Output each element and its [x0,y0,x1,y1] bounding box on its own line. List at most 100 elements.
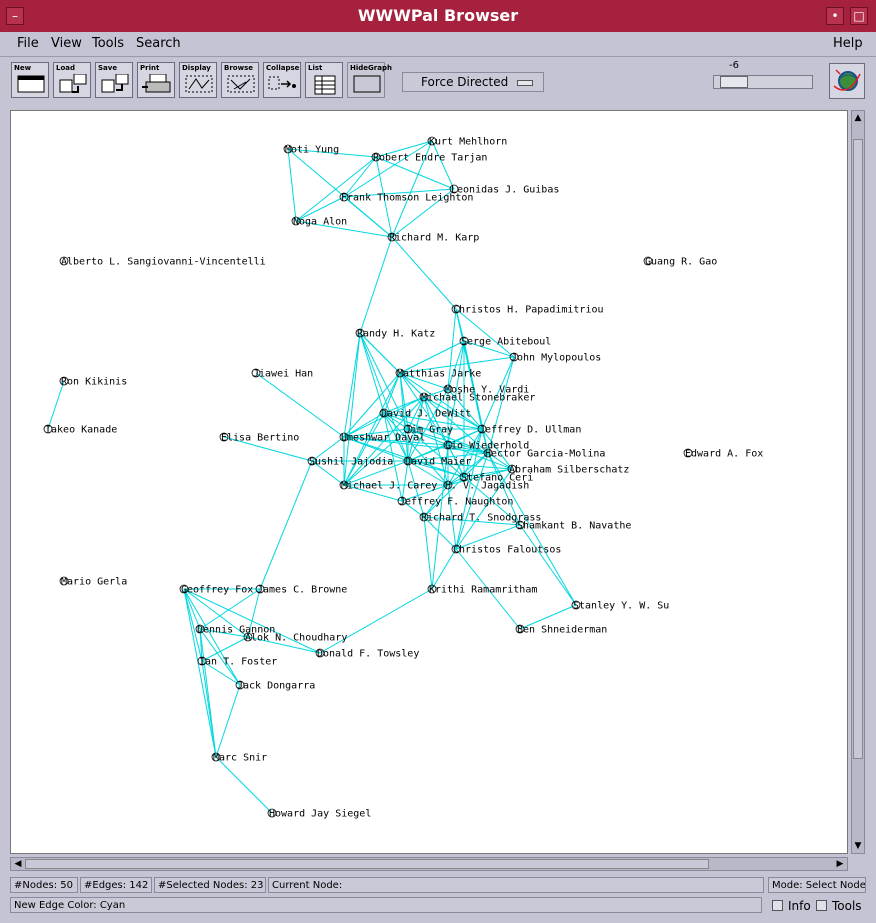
node-label[interactable]: Marc Snir [213,753,267,764]
node-label[interactable]: Richard M. Karp [389,233,479,244]
graph-node[interactable]: Serge Abiteboul [459,337,551,348]
node-label[interactable]: Randy H. Katz [357,329,435,340]
save-button[interactable]: Save [95,62,133,98]
node-label[interactable]: David J. DeWitt [381,409,471,420]
graph-node[interactable]: Matthias Jarke [395,369,481,380]
node-label[interactable]: Donald F. Towsley [317,649,419,660]
node-marker[interactable] [243,632,253,642]
menu-file[interactable]: File [17,36,39,51]
node-marker[interactable] [443,480,453,490]
node-label[interactable]: Christos H. Papadimitriou [453,305,604,316]
graph-node[interactable]: Takeo Kanade [43,424,117,436]
node-label[interactable]: Matthias Jarke [397,369,481,380]
node-marker[interactable] [371,152,381,162]
graph-node[interactable]: Ian T. Foster [197,657,277,668]
node-label[interactable]: Frank Thomson Leighton [341,193,473,204]
graph-node[interactable]: Richard M. Karp [387,232,479,244]
node-marker[interactable] [43,424,53,434]
window-menu-button[interactable]: – [6,7,24,25]
node-marker[interactable] [59,256,69,266]
node-marker[interactable] [379,408,389,418]
node-label[interactable]: Michael J. Carey [341,481,437,492]
node-label[interactable]: Alok N. Choudhary [245,633,347,644]
graph-node[interactable]: Kurt Mehlhorn [427,137,507,148]
graph-node[interactable]: Randy H. Katz [355,329,435,340]
node-label[interactable]: Mario Gerla [61,577,127,588]
node-label[interactable]: David Maier [405,457,471,468]
node-marker[interactable] [483,448,493,458]
graph-node[interactable]: Edward A. Fox [683,449,763,460]
node-label[interactable]: Sushil Jajodia [309,457,393,468]
graph-node[interactable]: Richard T. Snodgrass [419,512,541,524]
node-label[interactable]: Stanley Y. W. Su [573,601,669,612]
zoom-slider[interactable] [713,75,813,89]
node-label[interactable]: Jiawei Han [253,369,313,380]
graph-node[interactable]: Frank Thomson Leighton [339,192,473,204]
menu-view[interactable]: View [51,36,82,51]
load-button[interactable]: Load [53,62,91,98]
node-label[interactable]: Krithi Ramamritham [429,585,537,596]
node-label[interactable]: Umeshwar Dayal [341,433,425,444]
graph-node[interactable]: Michael Stonebraker [419,392,535,404]
node-marker[interactable] [515,520,525,530]
node-marker[interactable] [251,368,261,378]
node-marker[interactable] [387,232,397,242]
node-label[interactable]: Jim Gray [405,425,453,436]
node-marker[interactable] [515,624,525,634]
node-label[interactable]: Jack Dongarra [237,681,315,692]
node-marker[interactable] [211,752,221,762]
graph-node[interactable]: Guang R. Gao [643,257,717,268]
node-label[interactable]: Richard T. Snodgrass [421,513,541,524]
node-marker[interactable] [571,600,581,610]
graph-node[interactable]: Shamkant B. Navathe [515,520,631,532]
node-marker[interactable] [443,384,453,394]
node-marker[interactable] [507,464,517,474]
node-label[interactable]: Jeffrey D. Ullman [479,425,581,436]
graph-node[interactable]: Robert Endre Tarjan [371,152,487,164]
node-label[interactable]: Takeo Kanade [45,425,117,436]
node-label[interactable]: Leonidas J. Guibas [451,185,559,196]
node-marker[interactable] [403,424,413,434]
node-label[interactable]: Elisa Bertino [221,433,299,444]
scroll-up-icon[interactable]: ▲ [854,113,862,123]
node-marker[interactable] [419,392,429,402]
zoom-slider-thumb[interactable] [720,76,748,88]
graph-node[interactable]: Moshe Y. Vardi [443,384,529,396]
graph-node[interactable]: Abraham Silberschatz [507,464,629,476]
node-marker[interactable] [397,496,407,506]
graph-node[interactable]: Jack Dongarra [235,681,315,692]
graph-node[interactable]: Moti Yung [283,144,339,156]
graph-node[interactable]: Elisa Bertino [219,433,299,444]
display-button[interactable]: Display [179,62,217,98]
node-label[interactable]: Ron Kikinis [61,377,127,388]
graph-node[interactable]: Mario Gerla [59,577,127,588]
hide-graph-button[interactable]: HideGraph [347,62,392,98]
graph-node[interactable]: Ben Shneiderman [515,624,607,636]
node-label[interactable]: Noga Alon [293,217,347,228]
graph-node[interactable]: Donald F. Towsley [315,648,419,660]
tools-checkbox[interactable] [816,900,827,911]
node-marker[interactable] [339,192,349,202]
graph-node[interactable]: Noga Alon [291,217,347,228]
graph-node[interactable]: Dennis Gannon [195,625,275,636]
graph-node[interactable]: Jiawei Han [251,368,313,380]
graph-node[interactable]: Hector Garcia-Molina [483,448,605,460]
graph-node[interactable]: H. V. Jagadish [443,480,529,492]
graph-node[interactable]: Krithi Ramamritham [427,584,537,596]
graph-node[interactable]: Geoffrey Fox [179,585,253,596]
graph-node[interactable]: Stefano Ceri [459,473,533,484]
graph-node[interactable]: Stanley Y. W. Su [571,600,669,612]
list-button[interactable]: List [305,62,343,98]
node-marker[interactable] [419,512,429,522]
node-marker[interactable] [315,648,325,658]
node-marker[interactable] [427,584,437,594]
graph-node[interactable]: Umeshwar Dayal [339,433,425,444]
menu-search[interactable]: Search [136,36,181,51]
node-label[interactable]: Alberto L. Sangiovanni-Vincentelli [61,257,266,268]
graph-node[interactable]: Alberto L. Sangiovanni-Vincentelli [59,256,266,268]
graph-node[interactable]: Gio Wiederhold [443,441,529,452]
node-marker[interactable] [451,544,461,554]
node-label[interactable]: Gio Wiederhold [445,441,529,452]
node-marker[interactable] [283,144,293,154]
